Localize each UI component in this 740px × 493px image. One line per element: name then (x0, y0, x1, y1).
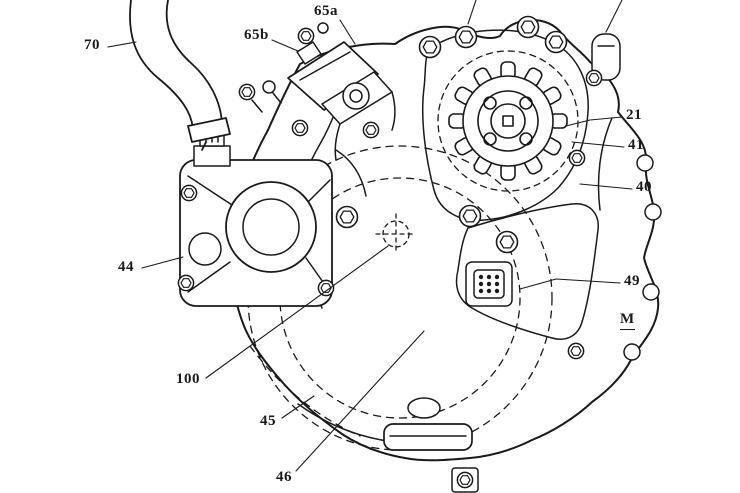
ref-label-21: 21 (626, 107, 642, 123)
ref-label-41: 41 (628, 137, 644, 153)
connector-socket (465, 261, 513, 307)
ref-label-65b: 65b (244, 27, 269, 43)
ref-label-44: 44 (118, 259, 134, 275)
ref-label-49: 49 (624, 273, 640, 289)
intake-tube (129, 0, 231, 151)
throttle-body (238, 22, 396, 161)
oil-pan (383, 397, 473, 451)
ref-label-46: 46 (276, 469, 292, 485)
ref-label-m: M (620, 312, 635, 330)
ref-label-65a: 65a (314, 3, 338, 19)
leader-lines (107, 0, 633, 472)
drain-bolt (451, 467, 479, 493)
ref-label-70: 70 (84, 37, 100, 53)
ref-label-100: 100 (176, 371, 200, 387)
sprocket-teeth (448, 61, 568, 181)
ref-label-40: 40 (636, 179, 652, 195)
ref-label-45: 45 (260, 413, 276, 429)
cam-sprocket (448, 61, 568, 181)
sensor-plate (455, 203, 599, 340)
